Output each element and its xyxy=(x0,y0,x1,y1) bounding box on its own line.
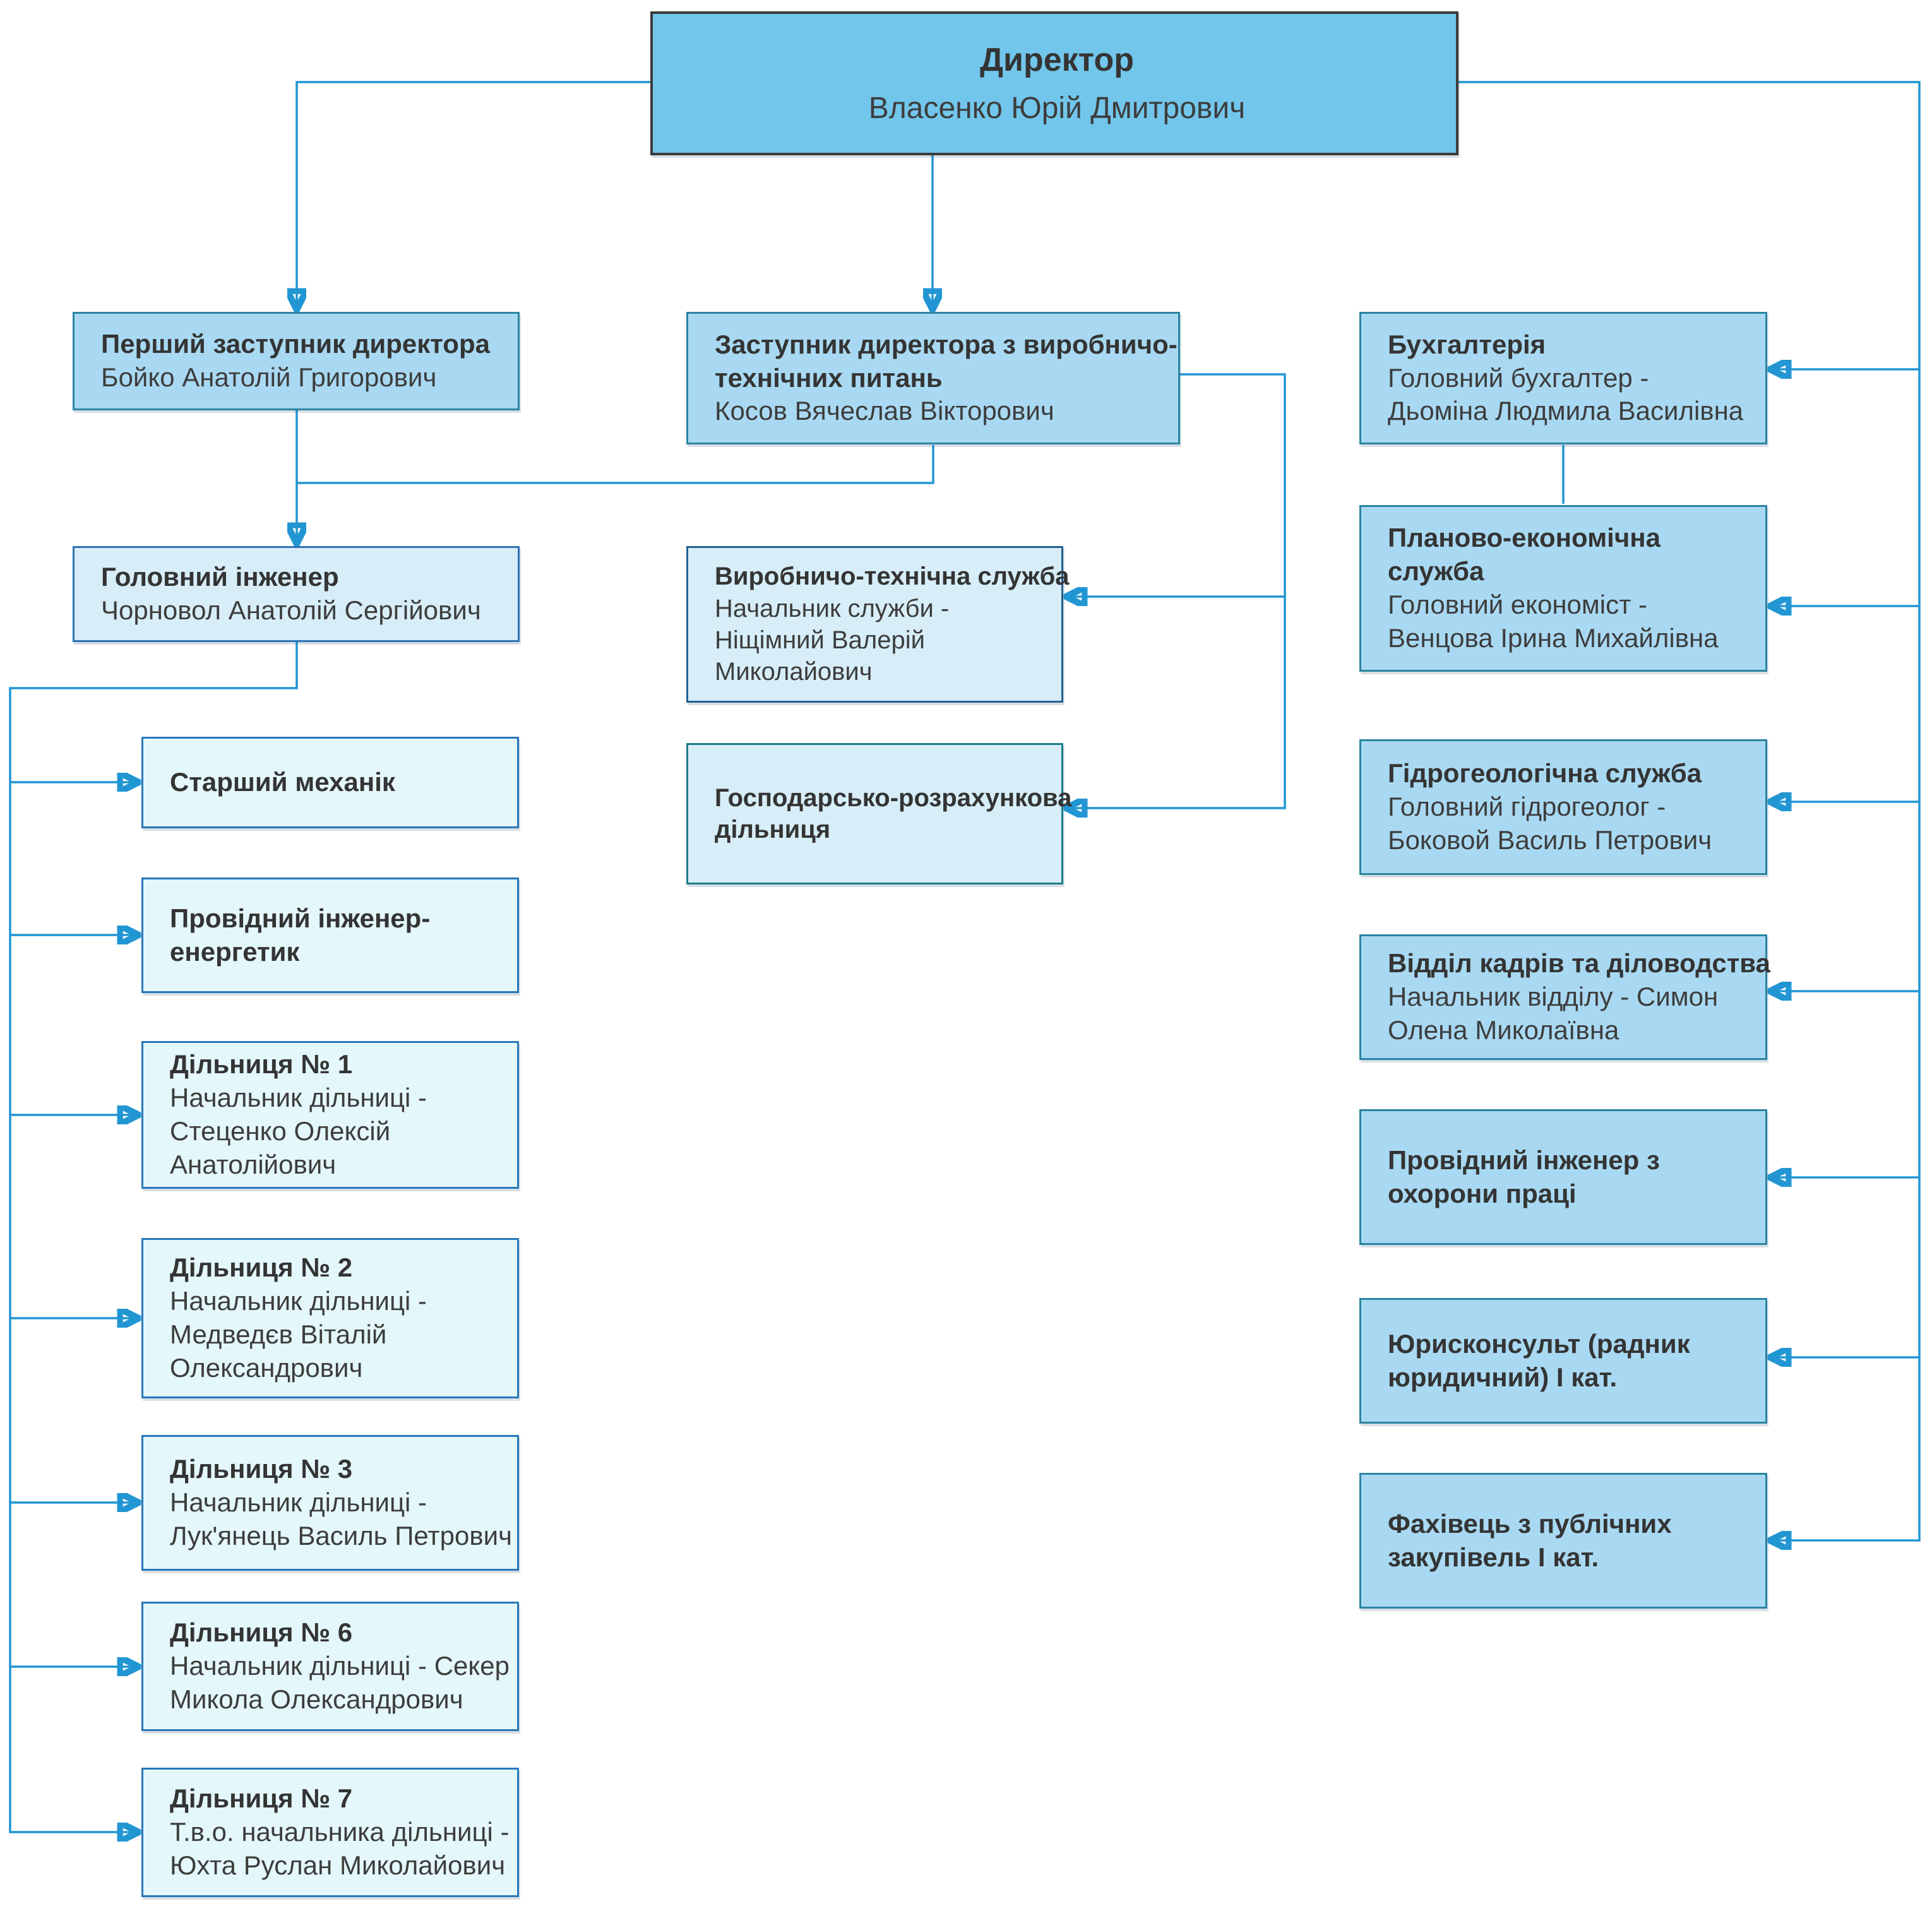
org-box-deputy-tech: Заступник директора з виробничо- технічн… xyxy=(686,312,1180,444)
box-person: Ніщімний Валерій xyxy=(715,626,925,654)
org-box-hr-department: Відділ кадрів та діловодства Начальник в… xyxy=(1359,934,1770,1060)
box-title: технічних питань xyxy=(715,362,943,393)
box-person: Начальник служби - xyxy=(715,594,950,622)
box-title: юридичний) І кат. xyxy=(1388,1362,1618,1392)
box-title: закупівель І кат. xyxy=(1388,1542,1599,1572)
org-box-procurement-specialist: Фахівець з публічних закупівель І кат. xyxy=(1359,1473,1767,1609)
box-title: дільниця xyxy=(715,816,831,843)
org-box-hoz-unit: Господарсько-розрахункова дільниця xyxy=(686,743,1072,884)
org-box-legal-counsel: Юрисконсульт (радник юридичний) І кат. xyxy=(1359,1298,1767,1424)
box-person: Дьоміна Людмила Василівна xyxy=(1388,396,1744,426)
box-title: Дільниця № 3 xyxy=(170,1454,353,1484)
box-title: Дільниця № 7 xyxy=(170,1783,353,1814)
org-box-accounting: Бухгалтерія Головний бухгалтер - Дьоміна… xyxy=(1359,312,1767,444)
box-person: Т.в.о. начальника дільниці - xyxy=(170,1817,510,1847)
box-person: Начальник дільниці - xyxy=(170,1083,427,1113)
box-title: Виробничо-технічна служба xyxy=(715,563,1070,591)
box-person: Начальник дільниці - xyxy=(170,1286,427,1316)
box-title: Перший заступник директора xyxy=(101,329,490,359)
box-title: Головний інженер xyxy=(101,562,339,592)
org-box-safety-engineer: Провідний інженер з охорони праці xyxy=(1359,1109,1767,1245)
org-box-unit-1: Дільниця № 1 Начальник дільниці - Стецен… xyxy=(141,1041,519,1189)
org-box-prod-tech-service: Виробничо-технічна служба Начальник служ… xyxy=(686,546,1070,703)
box-title: Заступник директора з виробничо- xyxy=(715,329,1178,359)
box-person: Начальник відділу - Симон xyxy=(1388,982,1719,1012)
box-person: Анатолійович xyxy=(170,1149,337,1179)
box-person: Бойко Анатолій Григорович xyxy=(101,362,437,392)
box-title: Старший механік xyxy=(170,767,395,797)
box-title: Відділ кадрів та діловодства xyxy=(1388,948,1770,979)
box-person: Медведєв Віталій xyxy=(170,1319,387,1349)
box-person: Микола Олександрович xyxy=(170,1684,463,1714)
box-title: Дільниця № 1 xyxy=(170,1049,353,1080)
box-title: Провідний інженер з xyxy=(1388,1145,1660,1175)
org-box-hydro-service: Гідрогеологічна служба Головний гідрогео… xyxy=(1359,739,1767,875)
box-title: Дільниця № 2 xyxy=(170,1253,353,1283)
box-title: Планово-економічна xyxy=(1388,523,1661,553)
box-person: Косов Вячеслав Вікторович xyxy=(715,396,1054,426)
box-title: охорони праці xyxy=(1388,1178,1577,1208)
box-person: Боковой Василь Петрович xyxy=(1388,825,1712,855)
box-title: служба xyxy=(1388,556,1484,586)
box-person: Стеценко Олексій xyxy=(170,1116,391,1146)
org-box-senior-mechanic: Старший механік xyxy=(141,737,519,828)
box-person: Власенко Юрій Дмитрович xyxy=(868,92,1246,126)
box-person: Олена Миколаївна xyxy=(1388,1015,1619,1045)
org-box-unit-6: Дільниця № 6 Начальник дільниці - Секер … xyxy=(141,1602,519,1731)
box-person: Венцова Ірина Михайлівна xyxy=(1388,622,1719,653)
org-box-unit-3: Дільниця № 3 Начальник дільниці - Лук'ян… xyxy=(141,1435,519,1571)
box-person: Чорновол Анатолій Сергійович xyxy=(101,595,481,625)
org-box-first-deputy: Перший заступник директора Бойко Анатолі… xyxy=(73,312,520,410)
org-box-unit-2: Дільниця № 2 Начальник дільниці - Медвед… xyxy=(141,1238,519,1398)
box-title: Директор xyxy=(979,41,1135,78)
box-person: Олександрович xyxy=(170,1352,363,1383)
box-person: Юхта Руслан Миколайович xyxy=(170,1850,506,1880)
box-person: Головний економіст - xyxy=(1388,590,1648,619)
org-box-unit-7: Дільниця № 7 Т.в.о. начальника дільниці … xyxy=(141,1768,519,1897)
box-person: Головний гідрогеолог - xyxy=(1388,792,1666,822)
box-title: Дільниця № 6 xyxy=(170,1617,353,1648)
box-person: Головний бухгалтер - xyxy=(1388,362,1649,393)
box-person: Лук'янець Василь Петрович xyxy=(170,1520,512,1551)
box-person: Начальник дільниці - Секер xyxy=(170,1651,510,1681)
box-person: Миколайович xyxy=(715,658,873,686)
box-title: Господарсько-розрахункова xyxy=(715,783,1072,812)
org-box-chief-engineer: Головний інженер Чорновол Анатолій Сергі… xyxy=(73,546,520,642)
box-title: енергетик xyxy=(170,936,300,967)
box-title: Фахівець з публічних xyxy=(1388,1508,1672,1539)
box-title: Провідний інженер- xyxy=(170,903,431,933)
box-title: Гідрогеологічна служба xyxy=(1388,758,1702,789)
box-title: Юрисконсульт (радник xyxy=(1388,1328,1690,1359)
org-box-planning: Планово-економічна служба Головний еконо… xyxy=(1359,505,1767,672)
org-box-energy-engineer: Провідний інженер- енергетик xyxy=(141,878,519,993)
box-title: Бухгалтерія xyxy=(1388,329,1546,359)
box-person: Начальник дільниці - xyxy=(170,1487,427,1518)
org-box-director: Директор Власенко Юрій Дмитрович xyxy=(650,11,1458,155)
